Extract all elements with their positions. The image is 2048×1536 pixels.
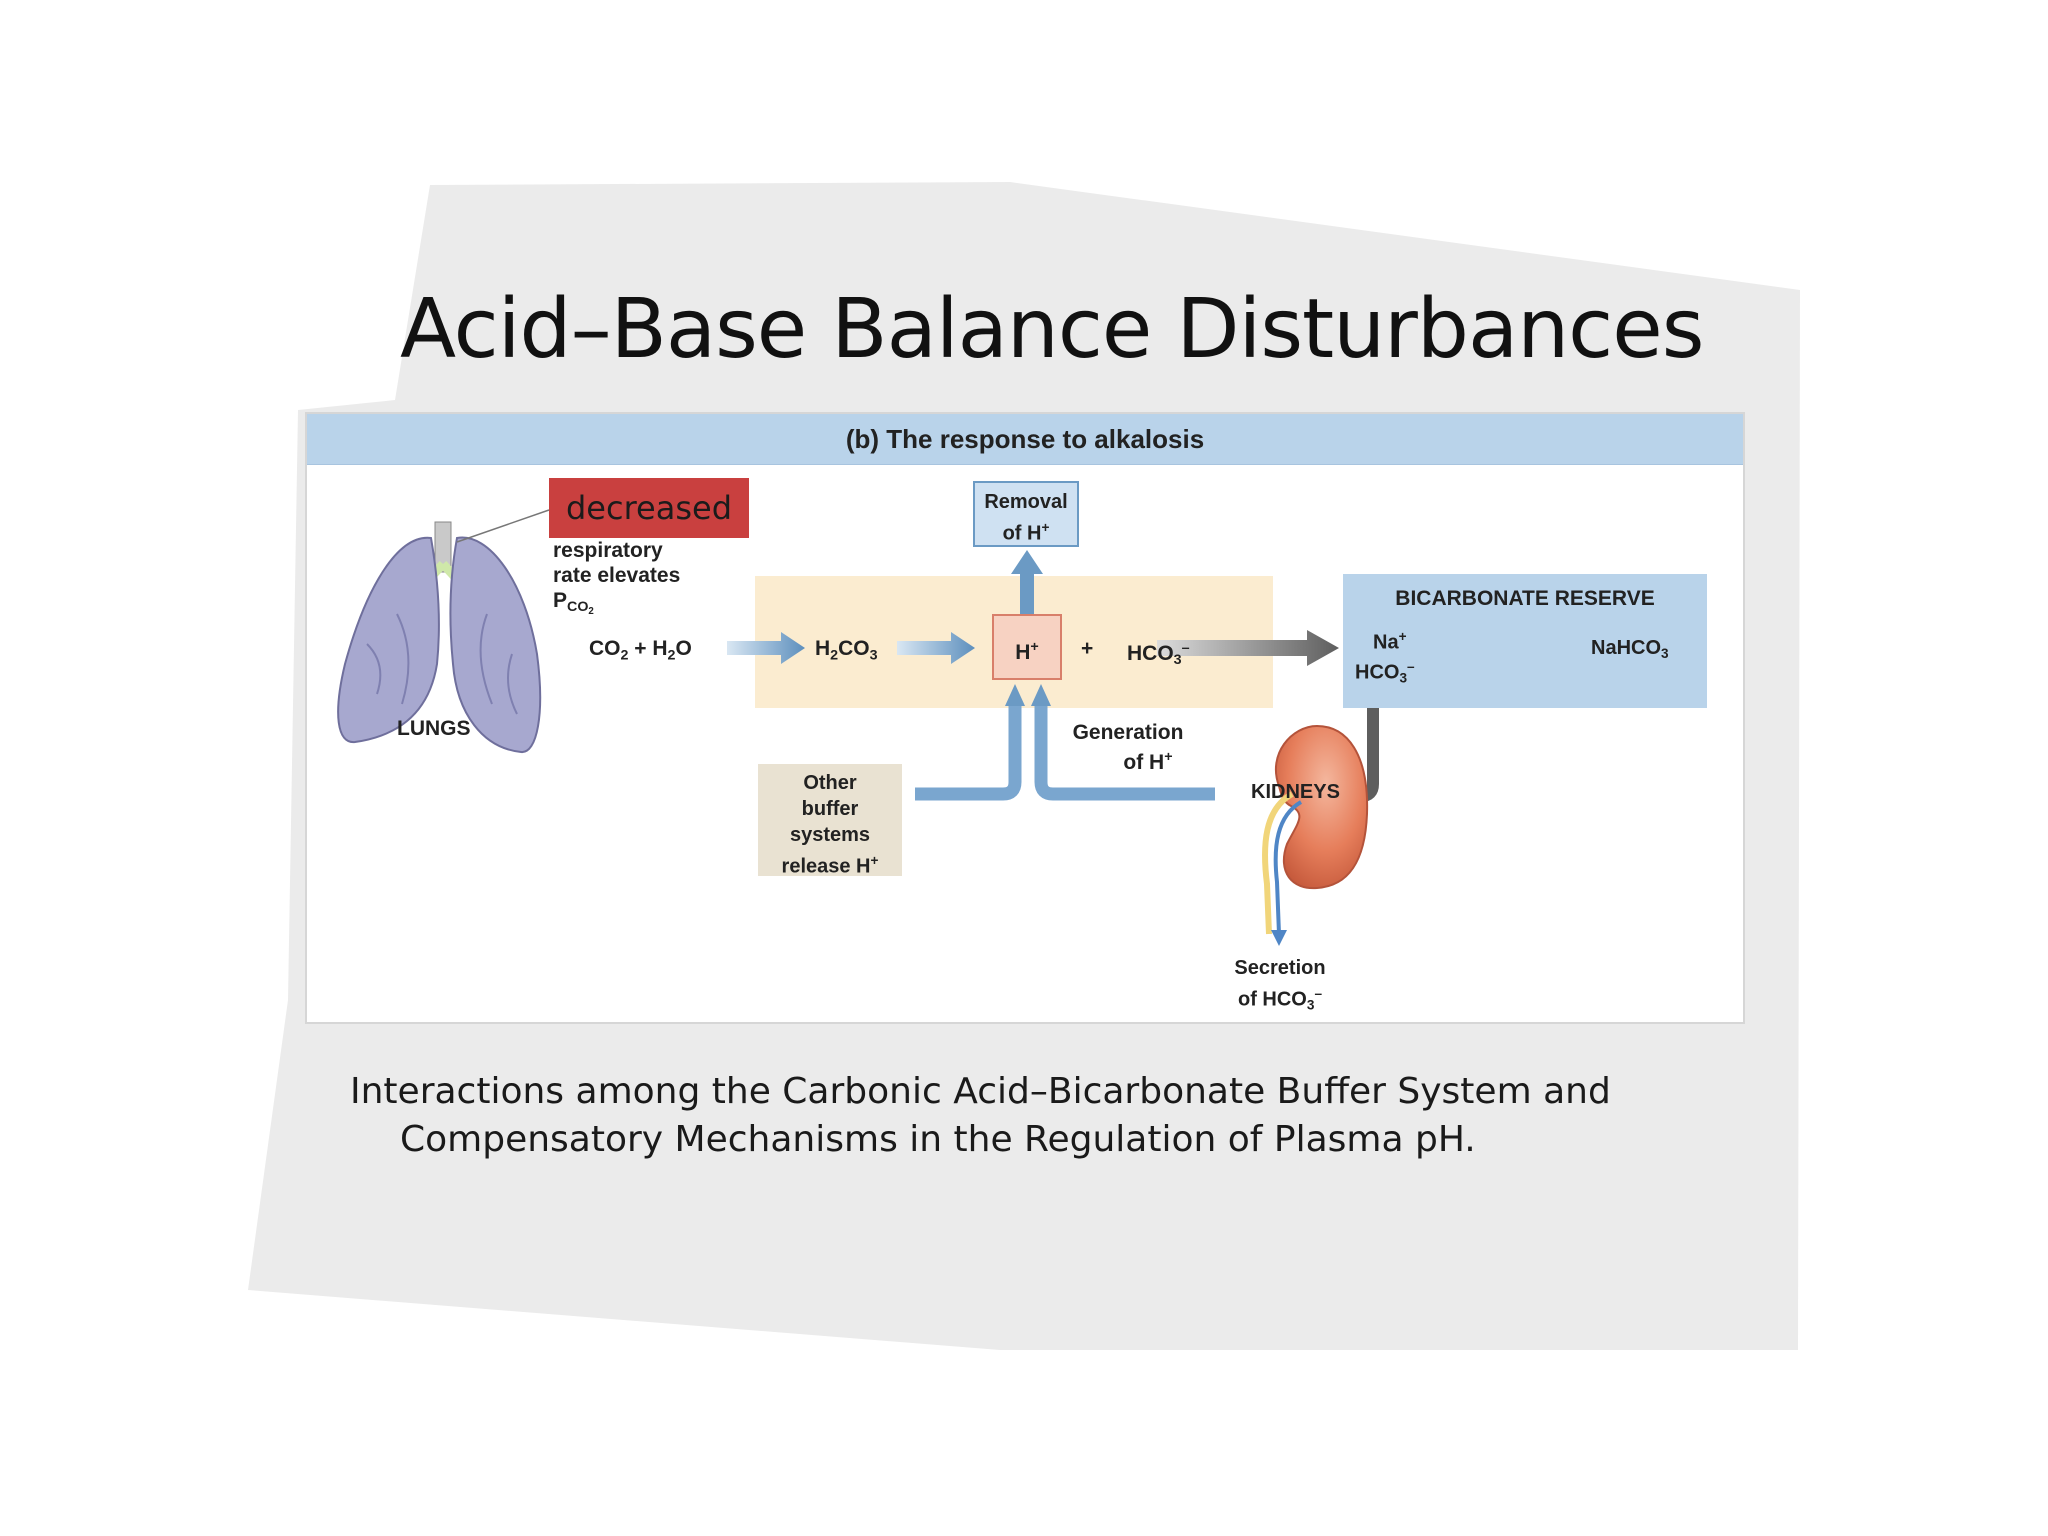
arrow-removal-up — [1011, 550, 1043, 614]
other-buffer-systems-box: Other buffer systems release H+ — [758, 764, 902, 877]
bicarbonate-reserve-box — [1343, 574, 1707, 708]
na-label: Na+ — [1373, 629, 1407, 654]
slide-title: Acid–Base Balance Disturbances — [400, 282, 1704, 377]
generation-of-hplus-label: Generation of H+ — [1072, 721, 1184, 774]
respiratory-line-1: respiratory — [553, 539, 663, 562]
ureter-blue — [1273, 800, 1303, 935]
arrow-generation-to-hplus — [1034, 702, 1215, 801]
lungs-label: LUNGS — [397, 717, 471, 740]
arrow-co2-to-h2co3 — [727, 632, 805, 664]
ureter-yellow — [1262, 791, 1294, 935]
right-lung — [449, 536, 542, 753]
secretion-of-hco3-label: Secretion of HCO3– — [1234, 957, 1326, 1013]
kidneys-label: KIDNEYS — [1251, 781, 1340, 803]
hco3-label: HCO3– — [1127, 640, 1190, 669]
kidney-illustration — [1262, 724, 1369, 946]
respiratory-text: respiratory rate elevates PCO2 — [553, 538, 680, 624]
caption-line-1: Interactions among the Carbonic Acid–Bic… — [350, 1071, 1611, 1112]
arrow-hco3-to-reserve — [1157, 630, 1339, 666]
arrow-h2co3-to-hplus — [897, 632, 975, 664]
pco2-label: PCO2 — [553, 589, 594, 618]
lungs-illustration — [337, 509, 550, 753]
reserve-hco3-label: HCO3– — [1355, 659, 1415, 686]
h2co3-label: H2CO3 — [815, 637, 878, 664]
nahco3-label: NaHCO3 — [1591, 637, 1669, 662]
co2-h2o-label: CO2 + H2O — [589, 637, 692, 664]
plus-sign: + — [1081, 637, 1094, 660]
alkalosis-diagram: (b) The response to alkalosis — [305, 412, 1745, 1024]
diagram-graphics — [337, 509, 1557, 946]
arrow-other-buffer-to-hplus — [915, 702, 1022, 801]
kidney — [1274, 724, 1369, 890]
removal-of-hplus-box: Removal of H+ — [973, 481, 1079, 547]
slide-caption: Interactions among the Carbonic Acid–Bic… — [350, 1068, 1690, 1164]
respiratory-line-2: rate elevates — [553, 564, 681, 587]
left-lung — [337, 536, 440, 744]
secretion-arrowhead — [1271, 930, 1287, 946]
leader-line — [456, 509, 550, 543]
caption-line-2: Compensatory Mechanisms in the Regulatio… — [400, 1119, 1476, 1160]
hplus-box: H+ — [992, 614, 1062, 680]
decreased-label: decreased — [549, 478, 749, 538]
figure-heading: (b) The response to alkalosis — [307, 414, 1743, 465]
trachea — [434, 521, 452, 573]
bicarbonate-reserve-label: BICARBONATE RESERVE — [1395, 587, 1655, 610]
